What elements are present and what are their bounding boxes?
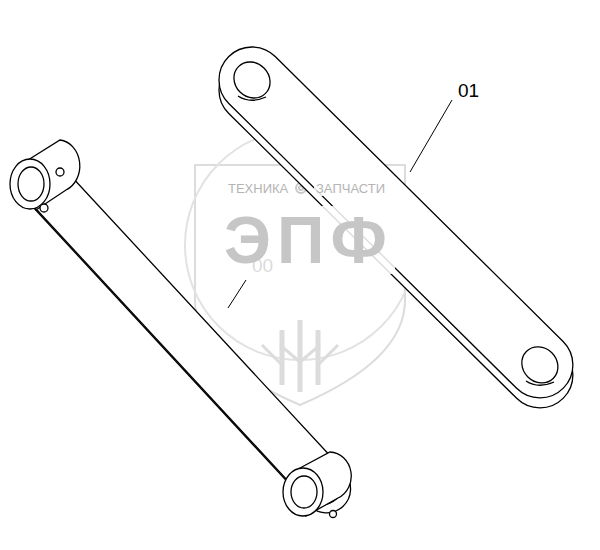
watermark-text: ТЕХНИКА (226, 181, 290, 196)
callout-number: 01 (456, 80, 481, 101)
leader-line (228, 100, 452, 308)
link-00 (8, 140, 360, 523)
watermark-logo: ЭПФ (222, 206, 395, 274)
link-01 (205, 33, 586, 421)
watermark-text: ЗАПЧАСТИ (314, 181, 387, 196)
